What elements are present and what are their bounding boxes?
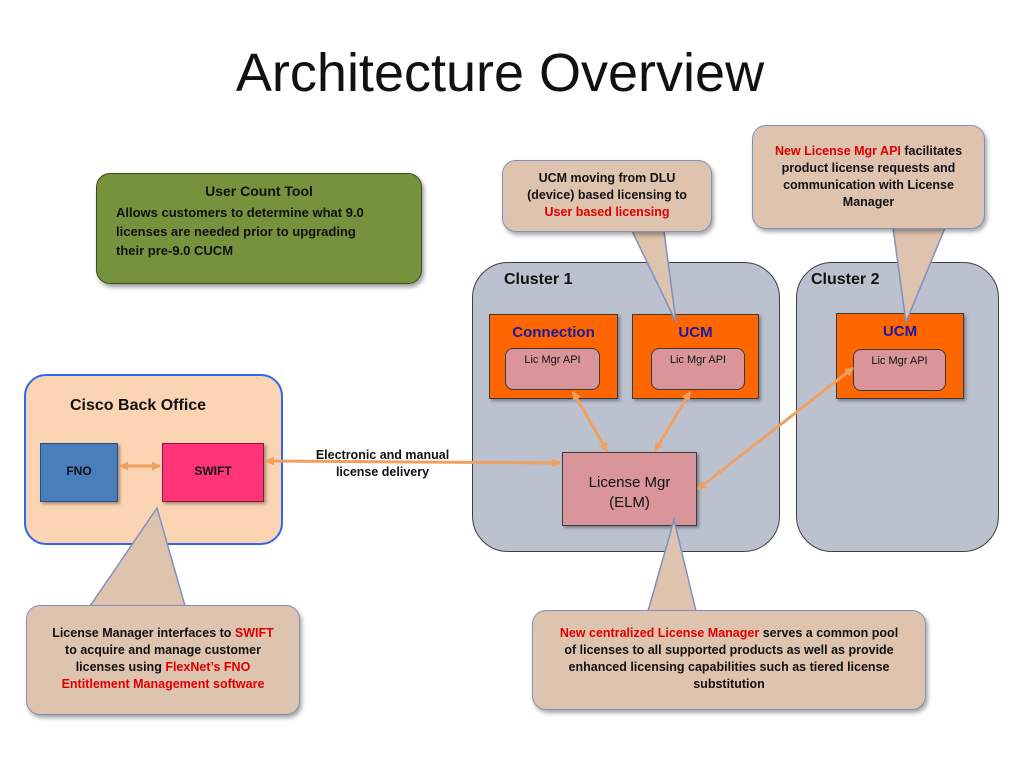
ucm-label: UCM (882, 323, 918, 340)
callout-text: facilitates (904, 144, 963, 158)
arrow-ucm2-license-mgr (697, 366, 854, 491)
callout-highlight: Entitlement Management software (61, 677, 265, 691)
license-mgr-box: License Mgr (ELM) (562, 452, 697, 526)
arrow-ucm1-license-mgr (653, 391, 692, 452)
lic-mgr-api-label: Lic Mgr API (524, 354, 581, 366)
user-count-tool-heading: User Count Tool (205, 183, 313, 199)
callout-text: licenses using (75, 660, 162, 674)
callout-line: (device) based licensing to (527, 188, 687, 202)
delivery-line: license delivery (335, 465, 430, 479)
callout-line: License Manager interfaces to SWIFT (35, 625, 291, 642)
lic-mgr-api-label: Lic Mgr API (871, 355, 928, 367)
user-count-tool: User Count Tool Allows customers to dete… (96, 173, 422, 284)
pointer-swift-callout (89, 506, 186, 607)
swift-label: SWIFT (194, 464, 232, 478)
back-office-label: Cisco Back Office (70, 397, 207, 414)
callout-highlight: New License Mgr API (774, 144, 901, 158)
license-mgr-line1: License Mgr (588, 474, 671, 491)
callout-line: licenses using FlexNet’s FNO (35, 659, 291, 676)
callout-ucm-licensing: UCM moving from DLU (device) based licen… (502, 160, 712, 232)
license-mgr-line2: (ELM) (609, 494, 650, 511)
user-count-tool-desc: Allows customers to determine what 9.0 l… (116, 203, 364, 260)
callout-centralized-license-mgr: New centralized License Manager serves a… (532, 610, 926, 710)
callout-line: of licenses to all supported products as… (564, 643, 894, 657)
callout-line: substitution (693, 677, 765, 691)
pointer-lm-callout (647, 517, 697, 612)
callout-highlight: FlexNet’s FNO (165, 660, 251, 674)
callout-line: communication with License (783, 178, 954, 192)
callout-license-mgr-api: New License Mgr API facilitates product … (752, 125, 985, 229)
fno-box: FNO (40, 443, 118, 502)
desc-line: their pre-9.0 CUCM (116, 243, 234, 258)
callout-swift-interface: License Manager interfaces to SWIFT to a… (26, 605, 300, 715)
callout-line: to acquire and manage customer (65, 643, 261, 657)
connection-label: Connection (512, 324, 595, 341)
cluster-2-label: Cluster 2 (811, 271, 880, 288)
callout-text: serves a common pool (762, 626, 899, 640)
swift-box: SWIFT (162, 443, 264, 502)
cluster-1-label: Cluster 1 (504, 271, 573, 288)
delivery-label: Electronic and manual license delivery (295, 447, 470, 481)
callout-highlight: New centralized License Manager (559, 626, 760, 640)
delivery-line: Electronic and manual (315, 448, 450, 462)
ucm-label: UCM (678, 324, 713, 341)
fno-label: FNO (66, 464, 92, 478)
callout-line: UCM moving from DLU (538, 171, 676, 185)
callout-line: New centralized License Manager serves a… (541, 625, 917, 642)
arrow-swift-license-mgr (265, 456, 561, 468)
callout-line: enhanced licensing capabilities such as … (568, 660, 890, 674)
lic-mgr-api-label: Lic Mgr API (669, 354, 727, 366)
desc-line: Allows customers to determine what 9.0 (116, 205, 364, 220)
pointer-ucm-callout (631, 230, 677, 323)
page-title: Architecture Overview (235, 43, 765, 103)
callout-line: Manager (842, 195, 895, 209)
callout-line: product license requests and (781, 161, 956, 175)
callout-line: New License Mgr API facilitates (761, 143, 976, 160)
pointer-api-callout (892, 227, 946, 325)
callout-text: License Manager interfaces to (52, 626, 232, 640)
connection-lic-mgr-api: Lic Mgr API (505, 348, 600, 390)
arrow-connection-license-mgr (571, 391, 609, 452)
callout-highlight: User based licensing (544, 205, 670, 219)
desc-line: licenses are needed prior to upgrading (116, 224, 356, 239)
ucm-lic-mgr-api-cluster-2: Lic Mgr API (853, 349, 946, 391)
callout-highlight: SWIFT (234, 626, 274, 640)
